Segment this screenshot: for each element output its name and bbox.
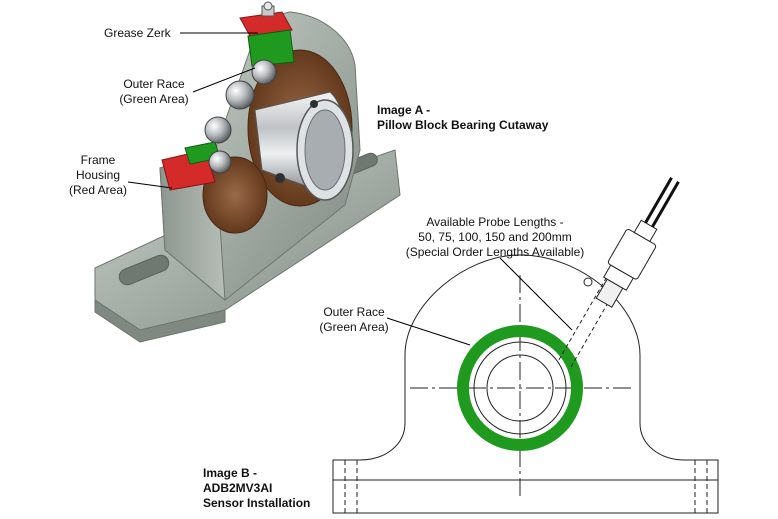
leader-probe-lengths: [499, 257, 573, 331]
ball-2: [225, 80, 255, 110]
leader-outer-race-b: [386, 317, 471, 346]
bronze-insert-lower: [202, 156, 268, 234]
label-probe-lengths: Available Probe Lengths - 50, 75, 100, 1…: [405, 215, 585, 259]
set-screw: [275, 173, 285, 183]
probe-bore: [558, 272, 622, 368]
label-outer-race-a: Outer Race (Green Area): [119, 77, 189, 106]
outer-race-ring: [457, 325, 583, 451]
leader-frame-housing: [127, 181, 173, 189]
grease-zerk: [261, 1, 275, 17]
label-outer-race-b: Outer Race (Green Area): [319, 305, 389, 334]
inner-ring-outer: [473, 341, 567, 435]
ball-4: [208, 150, 232, 174]
ball-1: [251, 59, 277, 85]
ball-3: [204, 116, 232, 144]
image-a-cutaway: [94, 1, 401, 343]
title-image-a: Image A - Pillow Block Bearing Cutaway: [377, 103, 549, 132]
inner-ring-bore-inside: [304, 109, 346, 191]
set-screw-top: [310, 100, 318, 108]
outer-race-green-top: [247, 29, 295, 67]
image-b-drawing: [332, 176, 719, 514]
sensor-fitting: [583, 277, 593, 287]
bolt-slot-left: [118, 254, 170, 286]
inner-ring-bore-b: [486, 354, 554, 422]
sensor-adb2mv3ai: [595, 176, 680, 308]
label-frame-housing: Frame Housing (Red Area): [68, 153, 128, 197]
base-plate-front: [94, 299, 226, 343]
label-grease-zerk: Grease Zerk: [104, 26, 171, 40]
title-image-b: Image B - ADB2MV3AI Sensor Installation: [203, 466, 311, 510]
housing-outline: [332, 254, 719, 514]
leader-outer-race-a: [192, 67, 256, 93]
